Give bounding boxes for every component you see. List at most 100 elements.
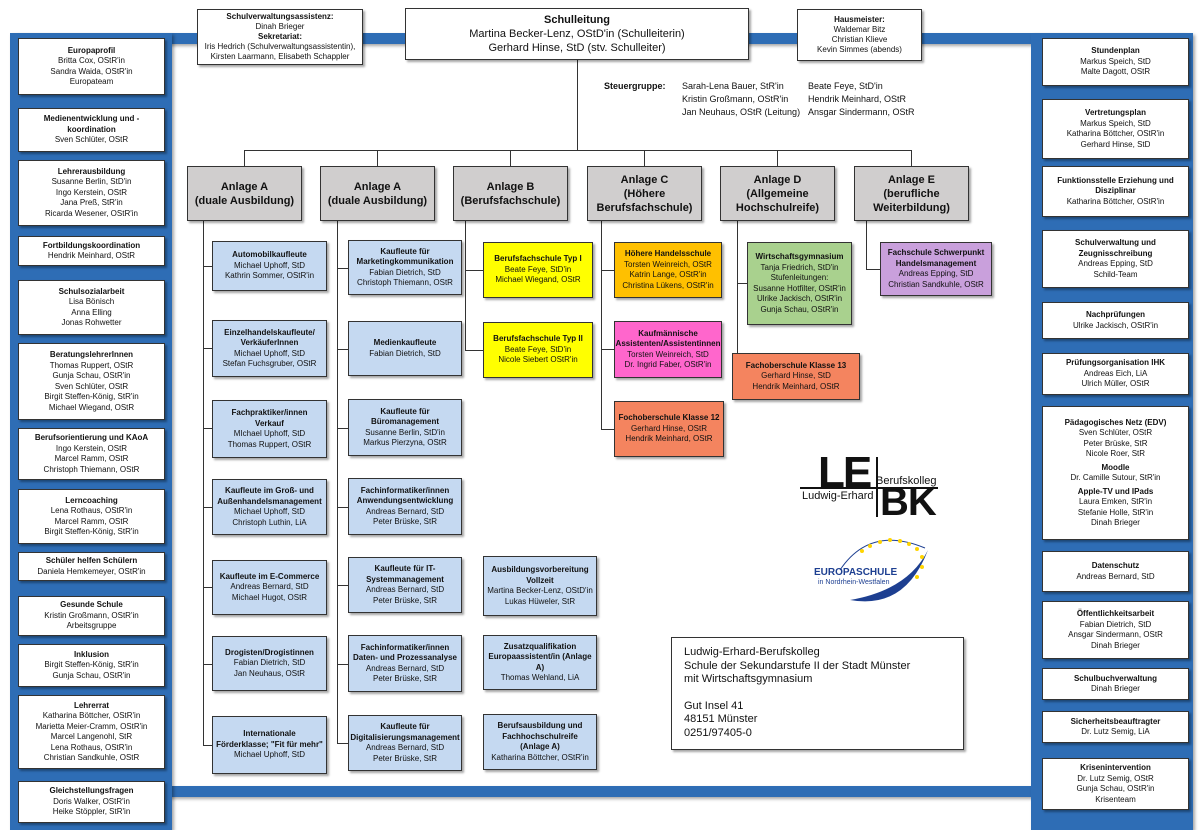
box-line: Hausmeister:: [834, 15, 885, 24]
europaschule-subtitle: in Nordrhein-Westfalen: [818, 579, 890, 586]
box-line: Kristin Großmann, OStR'in: [44, 610, 139, 620]
frame-bottom-bar: [15, 786, 1185, 797]
box-title: Schüler helfen Schülern: [45, 556, 138, 565]
box-line: Dr. Camille Sutour, StR'in: [1070, 473, 1161, 482]
box-line: Susanne Berlin, StD'in: [365, 427, 445, 437]
school-address: Ludwig-Erhard-Berufskolleg Schule der Se…: [671, 637, 964, 750]
connector-line: [337, 664, 348, 665]
box-line: Jonas Rohwetter: [61, 318, 122, 327]
box-title: Berufsfachschule Typ I: [494, 254, 582, 264]
box-line: Sekretariat:: [257, 32, 303, 41]
box-title: Sicherheitsbeauftragter: [1070, 716, 1161, 726]
box-line: Gunja Schau, OStR'in: [1076, 784, 1155, 793]
box-line: Ulrike Jackisch, OStR'in: [756, 294, 843, 303]
box-line: Dr. Lutz Semig, OStR: [1077, 773, 1154, 783]
right-function-box: Funktionsstelle Erziehung und Disziplina…: [1042, 166, 1189, 217]
box-line: Katharina Böttcher, OStR'in: [42, 711, 141, 720]
box-title: Fachschule Schwerpunkt Handelsmanagement: [887, 248, 985, 268]
box-line: Krisenteam: [1095, 794, 1136, 804]
box-line: Sven Schlüter, OStR: [54, 135, 129, 145]
box-line: Thomas Wehland, LiA: [500, 673, 580, 682]
box-line: (duale Ausbildung): [327, 194, 428, 207]
box-line: Jana Preß, StR'in: [60, 198, 123, 208]
address-line: [684, 687, 951, 700]
box-line: Jan Neuhaus, OStR: [233, 668, 306, 678]
address-line: Ludwig-Erhard-Berufskolleg: [684, 646, 820, 658]
box-line: Michael Hugot, OStR: [231, 592, 308, 602]
box-line: Katharina Böttcher, OStR'in: [491, 752, 589, 762]
box-line: Fabian Dietrich, StD: [233, 658, 306, 668]
connector-line: [203, 348, 212, 349]
box-title: Pädagogisches Netz (EDV): [1064, 417, 1167, 427]
box-title: Berufsfachschule Typ II: [493, 334, 583, 344]
box-line: Thomas Ruppert, OStR: [49, 360, 134, 370]
box-title: Medienentwicklung und -koordination: [43, 114, 140, 134]
box-title: Funktionsstelle Erziehung und Disziplina…: [1057, 175, 1174, 196]
box-title: BeratungslehrerInnen: [49, 350, 134, 359]
box-title: Berufsorientierung und KAoA: [34, 433, 149, 442]
box-title: Kaufleute für Büromanagement: [370, 406, 439, 427]
box-line: Christina Lükens, OStR'in: [622, 280, 714, 290]
course-box: Zusatzqualifikation Europaassistent/in (…: [483, 635, 597, 690]
box-line: Weiterbildung): [873, 201, 950, 214]
box-line: Beate Feye, StD'in: [504, 264, 572, 274]
steuergruppe-member: Beate Feye, StD'in: [808, 81, 883, 91]
connector-line: [337, 428, 348, 429]
connector-line: [337, 268, 348, 269]
logo-bk: BK: [880, 480, 937, 524]
connector-line: [377, 150, 378, 166]
connector-line: [203, 587, 212, 588]
box-line: Hendrik Meinhard, OStR: [625, 434, 713, 444]
box-title: Kaufleute im Groß- und Außenhandelsmanag…: [217, 486, 322, 506]
box-line: Gerhard Hinse, OStR: [630, 423, 708, 433]
box-line: Torsten Weinreich, OStR: [624, 259, 712, 269]
box-line: Christian Sandkuhle, OStR: [888, 279, 984, 289]
box-title: Fachoberschule Klasse 13: [745, 360, 847, 370]
box-title: Kaufleute für IT-Systemmanagement: [366, 564, 444, 584]
box-line: Andreas Bernard, StD: [1076, 571, 1155, 581]
box-title: Öffentlichkeitsarbeit: [1076, 609, 1155, 618]
connector-line: [601, 221, 602, 429]
box-title: Schulleitung: [544, 14, 610, 26]
box-title: Schulverwaltung und Zeugnisschreibung: [1075, 238, 1156, 258]
box-line: Lisa Bönisch: [68, 297, 115, 306]
connector-line: [337, 507, 348, 508]
box-title: Gesunde Schule: [60, 600, 123, 610]
box-line: Ansgar Sindermann, OStR: [1068, 630, 1163, 639]
box-line: Marcel Langenohl, StR: [50, 732, 133, 741]
box-line: Andreas Epping, StD: [1078, 259, 1153, 268]
connector-line: [203, 428, 212, 429]
connector-line: [601, 429, 614, 430]
box-line: Birgit Steffen-König, StR'in: [44, 392, 139, 401]
connector-line: [465, 350, 483, 351]
connector-line: [337, 743, 348, 744]
box-title: Kaufleute im E-Commerce: [219, 571, 320, 581]
box-line: Nicole Siebert OStR'in: [498, 355, 578, 365]
box-line: Markus Speich, StD: [1080, 118, 1151, 128]
box-line: Katharina Böttcher, OStR'in: [1066, 196, 1165, 206]
steuergruppe-member: Hendrik Meinhard, OStR: [808, 94, 907, 104]
box-line: Michael Uphoff, StD: [234, 260, 305, 270]
connector-line: [577, 60, 578, 150]
box-title: Lehrerrat: [73, 700, 110, 710]
box-line: Andreas Bernard, StD: [365, 585, 445, 594]
box-line: Christoph Thiemann, OStR: [357, 278, 453, 287]
box-title: Medienkaufleute: [373, 338, 437, 347]
box-title: Ausbildungsvorbereitung Vollzeit: [491, 565, 589, 585]
steuergruppe-member: Jan Neuhaus, OStR (Leitung): [682, 107, 801, 117]
